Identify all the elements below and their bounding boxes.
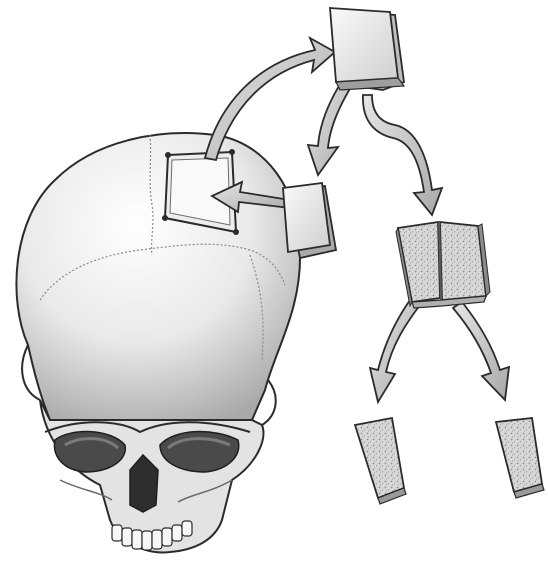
arrow-icon [453, 302, 509, 400]
bone-flap-icon [330, 8, 404, 90]
arrow-icon [363, 95, 442, 215]
cranium [16, 133, 300, 420]
arrow-icon [370, 300, 420, 402]
split-graft-icon [396, 222, 490, 308]
bone-flap-icon [496, 418, 544, 498]
bone-flap-icon [355, 418, 406, 504]
bone-flap-icon [283, 183, 336, 258]
